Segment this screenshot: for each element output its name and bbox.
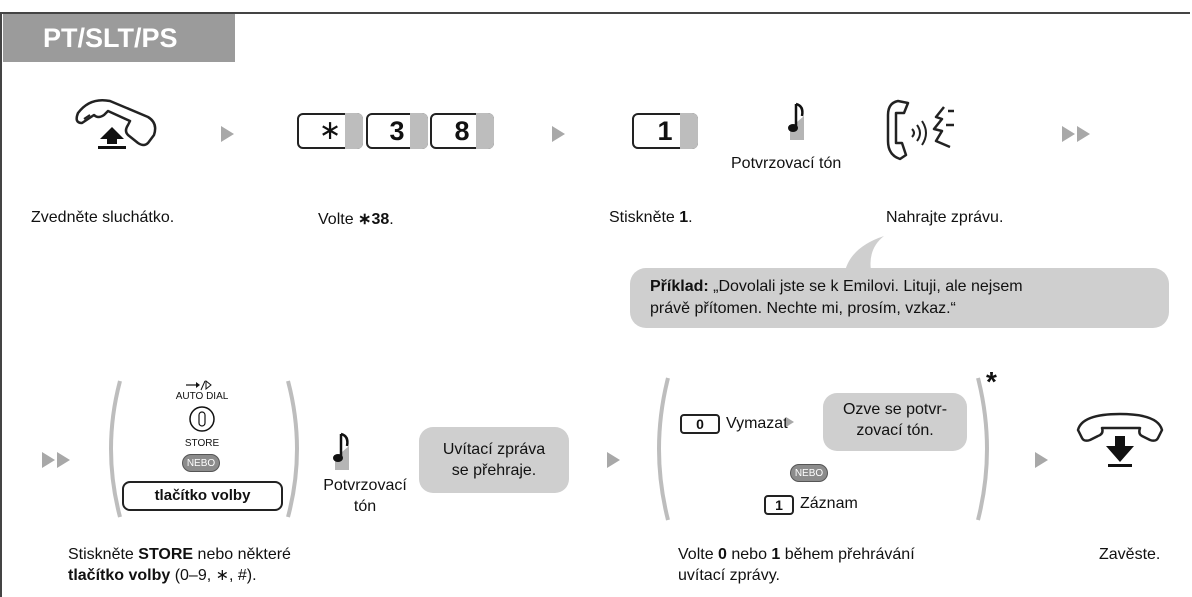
talk-handset-icon — [886, 99, 954, 161]
key-star: ∗ — [297, 113, 363, 149]
continue-arrow — [42, 452, 55, 468]
tone-label: Potvrzovací tón — [731, 155, 842, 172]
confirm-bubble: Ozve se potvr- zovací tón. — [823, 393, 967, 451]
nebo-badge: NEBO — [182, 454, 220, 472]
page-title: PT/SLT/PS — [3, 14, 235, 62]
example-label: Příklad: — [650, 278, 709, 295]
next-arrow — [1035, 452, 1048, 468]
on-hook-icon — [1076, 412, 1164, 467]
caption-pickup: Zvedněte sluchátko. — [31, 209, 175, 226]
key-3: 3 — [366, 113, 428, 149]
next-arrow — [607, 452, 620, 468]
erase-label: Vymazat — [726, 415, 788, 432]
caption-dial: Volte ∗38. — [318, 211, 394, 228]
next-arrow — [552, 126, 565, 142]
off-hook-icon — [75, 99, 157, 149]
key-1: 1 — [764, 495, 794, 515]
key-1: 1 — [632, 113, 698, 149]
caption-dial-options: Volte 0 nebo 1 během přehrávání uvítací … — [678, 546, 915, 584]
record-label: Záznam — [800, 495, 858, 512]
bubble-tail — [844, 236, 884, 276]
caption-record: Nahrajte zprávu. — [886, 209, 1004, 226]
example-bubble: Příklad: „Dovolali jste se k Emilovi. Li… — [630, 268, 1169, 328]
store-button-icon[interactable] — [188, 404, 216, 436]
asterisk-note: * — [986, 366, 997, 397]
tone-note-icon — [788, 102, 804, 140]
caption-store: Stiskněte STORE nebo některé tlačítko vo… — [68, 546, 291, 584]
greeting-bubble: Uvítací zpráva se přehraje. — [419, 427, 569, 493]
continue-arrow — [1077, 126, 1090, 142]
nebo-badge: NEBO — [790, 464, 828, 482]
option-group-brackets — [109, 380, 299, 518]
caption-hangup: Zavěste. — [1099, 546, 1161, 563]
auto-dial-label: AUTO DIAL — [175, 391, 229, 402]
caption-press: Stiskněte 1. — [609, 209, 693, 226]
example-text-2: právě přítomen. Nechte mi, prosím, vzkaz… — [650, 300, 956, 317]
key-8: 8 — [430, 113, 494, 149]
tone-note-icon — [333, 432, 349, 470]
content-frame — [0, 12, 1190, 597]
next-arrow — [786, 417, 794, 427]
next-arrow — [221, 126, 234, 142]
tone-label-2: Potvrzovací tón — [323, 477, 407, 515]
key-0: 0 — [680, 414, 720, 434]
auto-dial-icon — [186, 379, 212, 391]
store-label: STORE — [184, 438, 220, 449]
example-text-1: „Dovolali jste se k Emilovi. Lituji, ale… — [708, 278, 1023, 295]
continue-arrow — [1062, 126, 1075, 142]
function-button[interactable]: tlačítko volby — [122, 481, 283, 511]
option-group-brackets — [657, 377, 989, 521]
continue-arrow — [57, 452, 70, 468]
